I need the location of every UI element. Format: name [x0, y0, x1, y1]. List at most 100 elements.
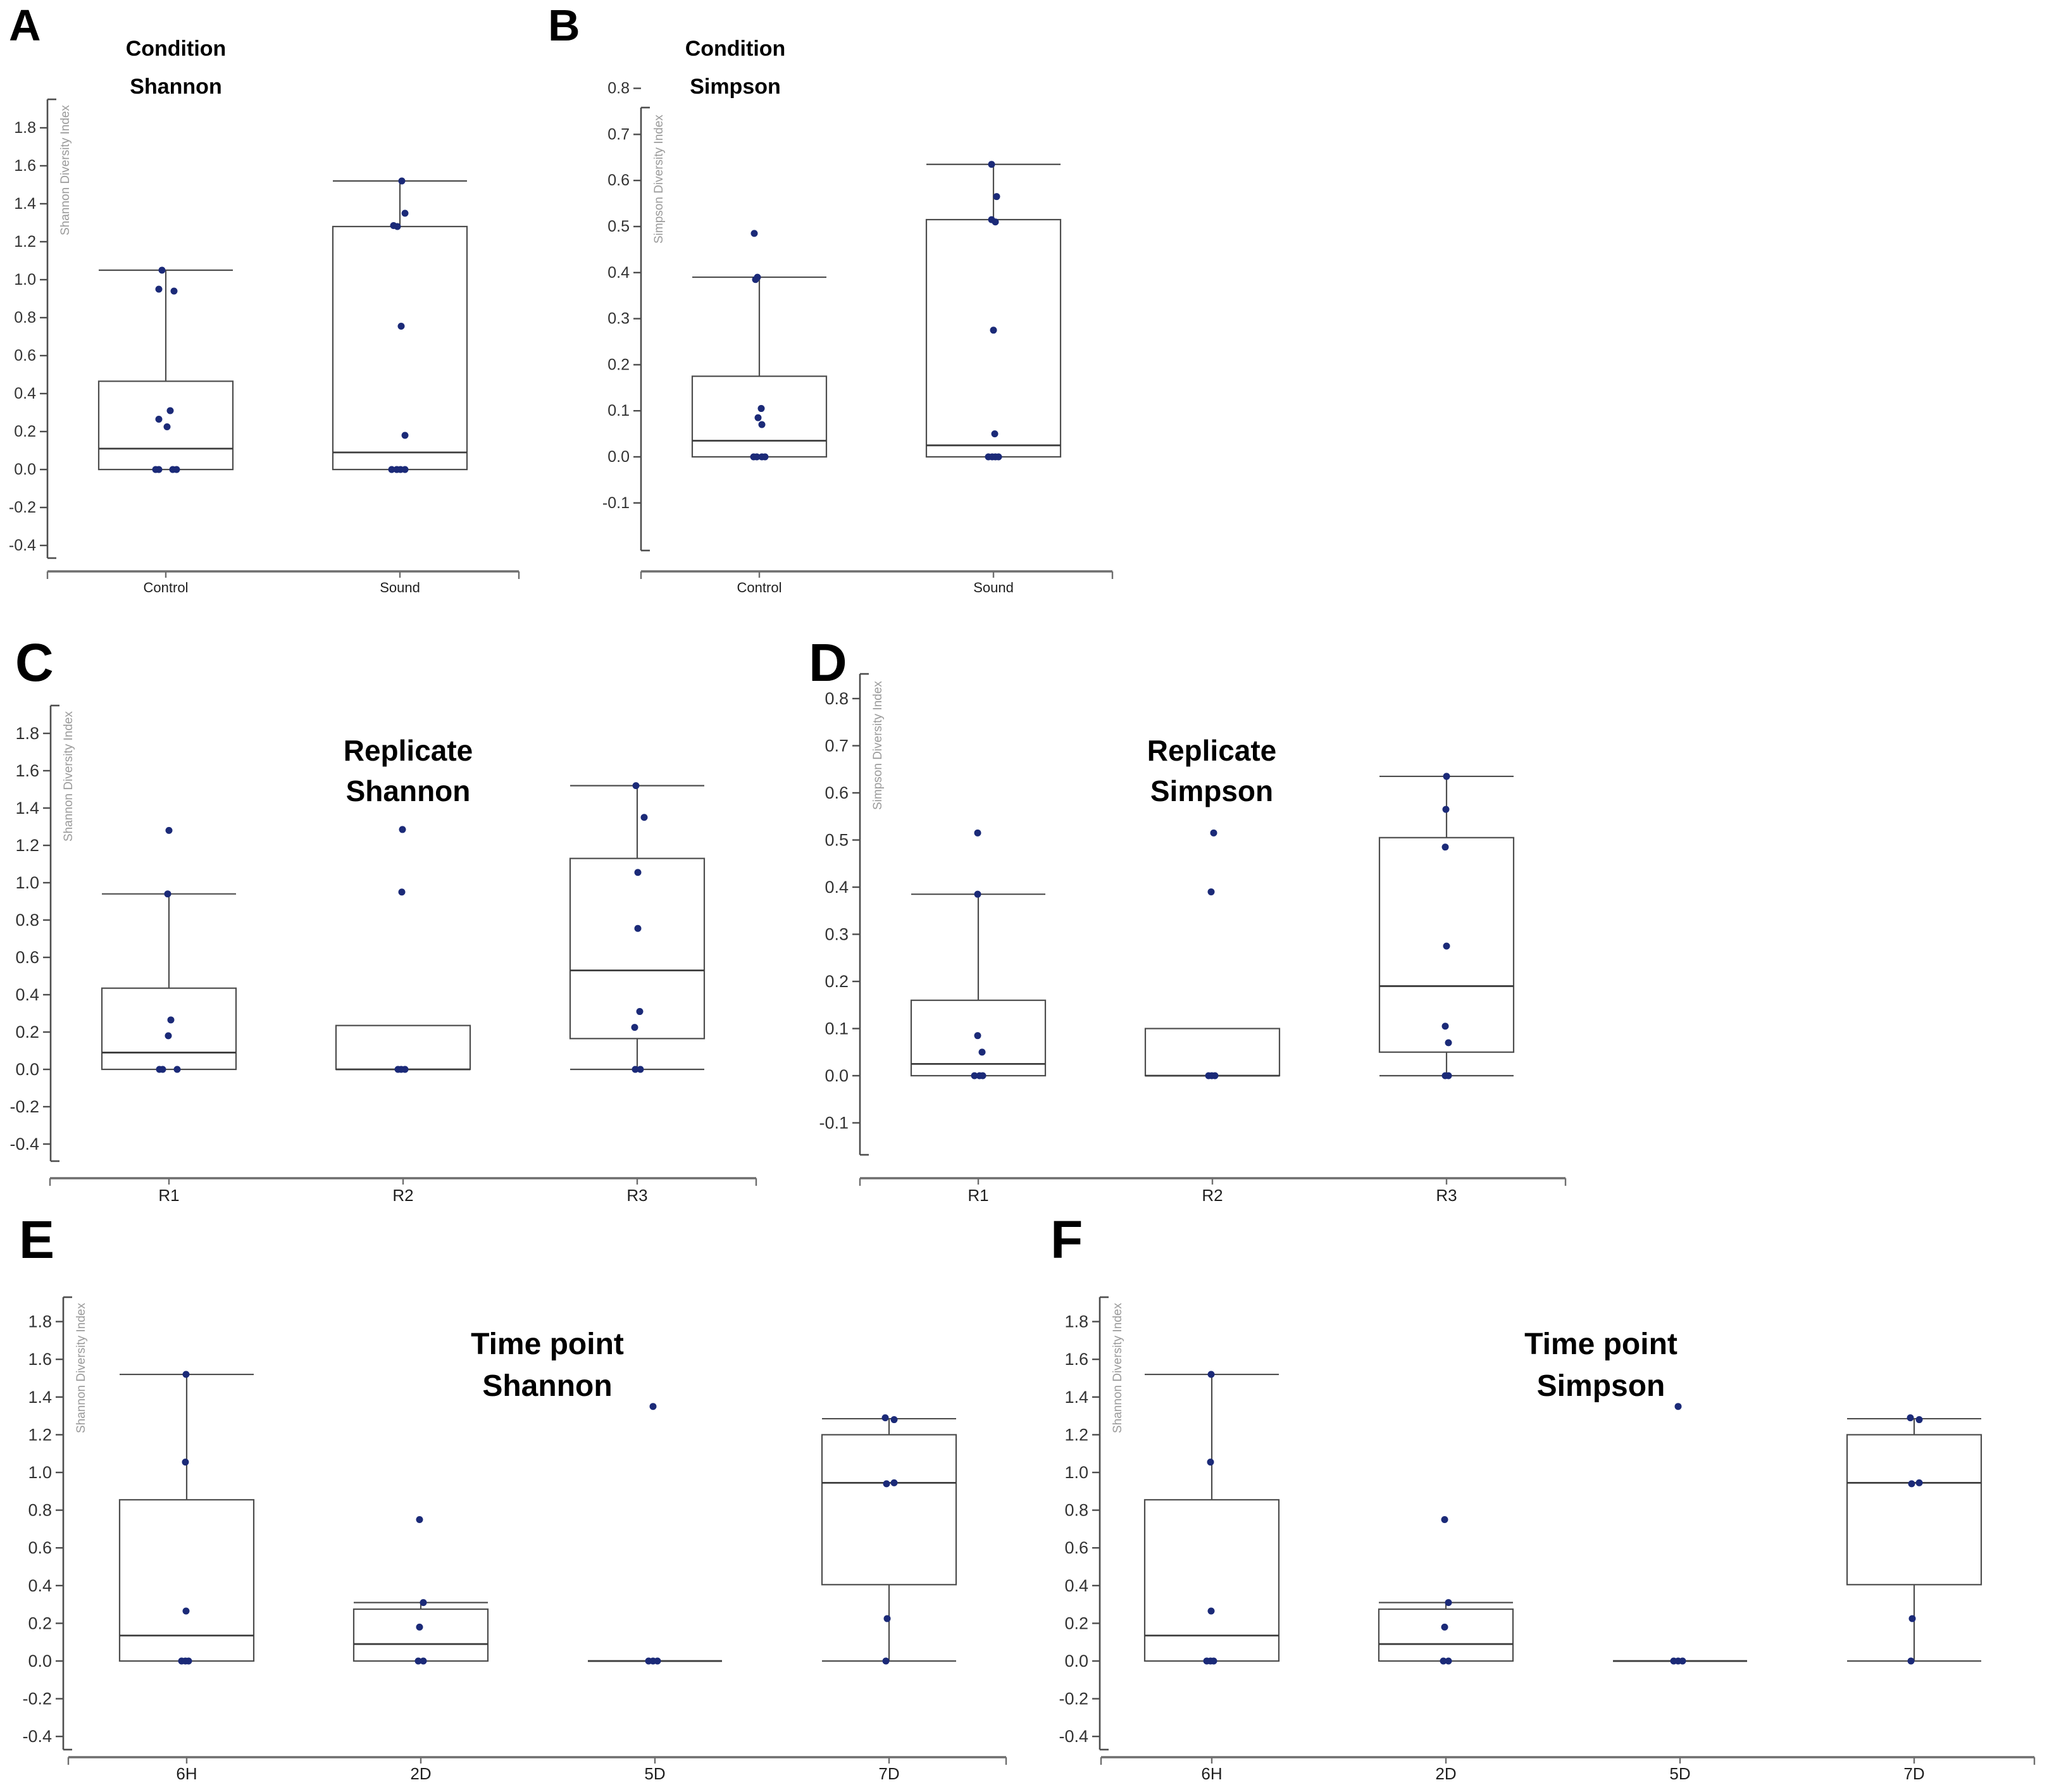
chart-title-line2: Simpson — [1537, 1369, 1665, 1403]
box-group-5D — [1613, 1403, 1747, 1665]
data-point — [1443, 942, 1450, 950]
chart-title-line1: Condition — [685, 37, 786, 61]
data-point — [166, 407, 174, 414]
panel-letter: D — [809, 633, 847, 692]
data-point — [979, 1072, 987, 1080]
data-point — [1210, 1657, 1217, 1665]
data-point — [163, 423, 171, 430]
y-tick-label: 1.8 — [15, 724, 39, 743]
data-point — [170, 287, 178, 295]
chart-title-line1: Replicate — [344, 734, 473, 767]
data-point — [1440, 1657, 1447, 1665]
x-category-label: 2D — [1435, 1764, 1456, 1783]
data-point — [758, 421, 766, 428]
box-rect — [118, 1499, 255, 1662]
box-rect — [1846, 1434, 1982, 1586]
box-group-2D — [1378, 1516, 1514, 1665]
data-point — [398, 177, 406, 185]
data-point — [182, 1459, 189, 1466]
box-rect — [332, 225, 468, 471]
data-point — [182, 1607, 190, 1615]
y-tick-label: 1.4 — [28, 1388, 52, 1407]
data-point — [1207, 888, 1215, 895]
x-category-label: R1 — [158, 1186, 179, 1205]
box-group-Sound — [925, 161, 1062, 461]
data-point — [414, 1657, 422, 1665]
y-tick-label: 0.1 — [607, 402, 630, 420]
x-category-label: 7D — [878, 1764, 899, 1783]
data-point — [1211, 1072, 1219, 1080]
y-tick-label: 1.2 — [14, 233, 36, 251]
data-point — [398, 888, 406, 896]
data-point — [890, 1416, 898, 1424]
box-group-R2 — [335, 826, 471, 1073]
data-point — [761, 453, 769, 461]
data-point — [420, 1657, 427, 1665]
y-tick-label: 0.4 — [15, 985, 39, 1004]
data-point — [654, 1657, 661, 1665]
data-point — [883, 1615, 891, 1622]
y-axis-title: Shannon Diversity Index — [62, 711, 75, 842]
x-category-label: 5D — [644, 1764, 665, 1783]
chart-title-line2: Simpson — [690, 75, 781, 99]
data-point — [401, 209, 409, 217]
y-tick-label: 0.8 — [14, 309, 36, 327]
data-point — [757, 405, 765, 413]
y-tick-label: 0.4 — [607, 264, 630, 282]
data-point — [397, 323, 405, 330]
data-point — [640, 814, 648, 821]
data-point — [978, 1048, 986, 1056]
panel-D: DReplicateSimpson0.80.70.60.50.40.30.20.… — [809, 633, 1567, 1205]
data-point — [632, 1066, 639, 1073]
box-group-R1 — [101, 826, 237, 1073]
x-category-label: R2 — [392, 1186, 413, 1205]
y-tick-label: 0.6 — [1064, 1538, 1088, 1557]
data-point — [416, 1516, 423, 1523]
y-tick-label: 0.8 — [607, 80, 630, 97]
chart-title-line1: Condition — [126, 37, 227, 61]
y-tick-label: 1.0 — [1064, 1463, 1088, 1482]
data-point — [173, 466, 180, 473]
y-tick-label: 1.6 — [28, 1350, 52, 1369]
data-point — [1442, 806, 1450, 813]
data-point — [155, 466, 163, 473]
box-rect — [352, 1608, 489, 1662]
y-tick-label: 1.0 — [15, 873, 39, 892]
data-point — [974, 829, 981, 837]
box-rect — [925, 218, 1062, 458]
data-point — [992, 218, 999, 226]
data-point — [394, 223, 401, 230]
y-tick-label: 1.8 — [1064, 1312, 1088, 1331]
y-tick-label: -0.1 — [819, 1114, 849, 1133]
data-point — [1445, 1599, 1452, 1607]
data-point — [401, 466, 409, 473]
x-category-label: Sound — [973, 580, 1014, 595]
box-rect — [821, 1434, 957, 1586]
data-point — [1441, 1623, 1448, 1631]
data-point — [634, 924, 642, 932]
y-tick-label: 0.6 — [607, 171, 630, 189]
data-point — [1445, 1039, 1452, 1047]
data-point — [388, 466, 395, 473]
y-tick-label: -0.2 — [22, 1689, 52, 1708]
y-tick-label: -0.1 — [602, 494, 630, 512]
data-point — [1207, 1459, 1214, 1466]
y-tick-label: 1.4 — [14, 195, 36, 213]
data-point — [165, 1032, 172, 1040]
box-group-Control — [97, 266, 234, 473]
box-group-Control — [691, 230, 828, 461]
box-group-7D — [1846, 1414, 1982, 1665]
data-point — [882, 1657, 890, 1665]
y-axis-title: Shannon Diversity Index — [75, 1303, 88, 1433]
chart-title-line2: Shannon — [482, 1369, 612, 1403]
data-point — [155, 416, 163, 423]
data-point — [167, 1016, 175, 1024]
y-tick-label: -0.4 — [22, 1727, 52, 1746]
y-tick-label: -0.2 — [9, 499, 36, 516]
data-point — [420, 1599, 427, 1607]
data-point — [1679, 1657, 1686, 1665]
x-category-label: Sound — [380, 580, 420, 595]
data-point — [401, 432, 409, 439]
